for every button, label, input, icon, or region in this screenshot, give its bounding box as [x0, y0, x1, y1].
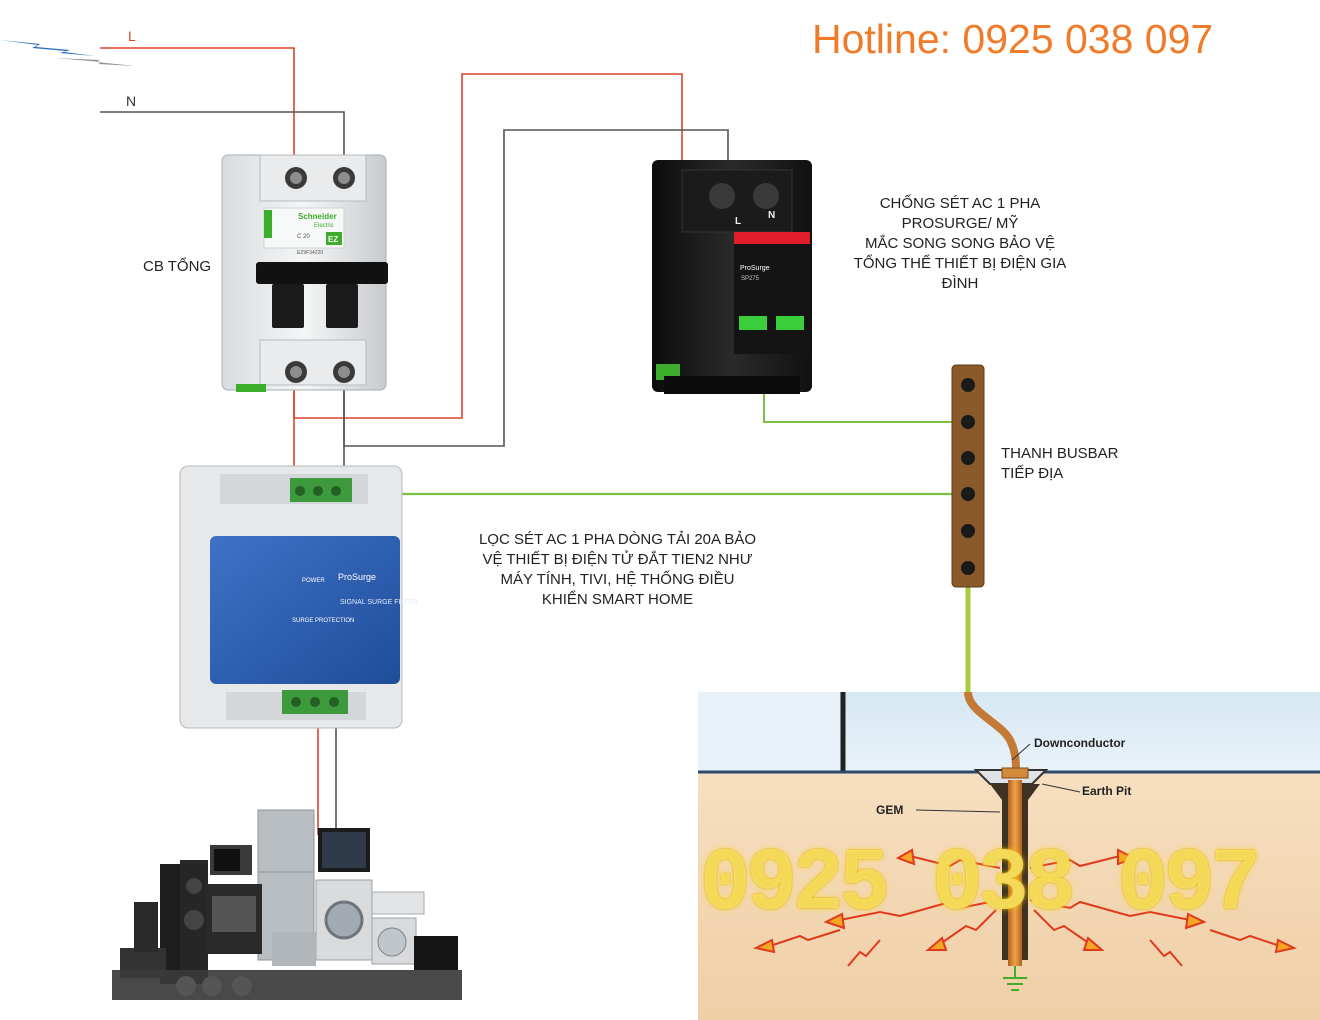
filter-line-3: MÁY TÍNH, TIVI, HỆ THỐNG ĐIỀU	[500, 571, 735, 588]
main-circuit-breaker: Schneider Electric C 20 EZ9F34220 EZ	[221, 154, 388, 392]
downconductor-label: Downconductor	[1034, 736, 1126, 750]
spd-model: SP275	[741, 276, 760, 282]
earth-pit-label: Earth Pit	[1082, 784, 1132, 798]
busbar-line-1: THANH BUSBAR	[1001, 445, 1119, 462]
spd-description: CHỐNG SÉT AC 1 PHA PROSURGE/ MỸ MẮC SONG…	[830, 194, 1090, 294]
breaker-brand: Schneider	[298, 212, 337, 221]
breaker-sub: Electric	[314, 223, 334, 229]
neutral-wire-label: N	[126, 93, 137, 109]
earth-busbar	[951, 364, 985, 588]
spd-line-2: PROSURGE/ MỸ	[901, 215, 1019, 232]
surge-protective-device: L N ProSurge SP275	[652, 160, 812, 394]
earthing-pit-diagram	[698, 691, 1320, 1020]
live-wire-in	[100, 47, 295, 170]
neutral-wire-in	[100, 111, 345, 170]
filter-description: LỌC SÉT AC 1 PHA DÒNG TẢI 20A BẢO VỆ THI…	[450, 530, 785, 610]
spd-terminal-l: L	[735, 216, 741, 227]
spd-terminal-n: N	[768, 210, 775, 221]
breaker-model: C 20	[297, 234, 310, 240]
spd-line-3: MẮC SONG SONG BẢO VỆ	[864, 235, 1056, 252]
surge-filter-module: ProSurge SIGNAL SURGE FILTER POWER SURGE…	[179, 465, 418, 729]
busbar-line-2: TIẾP ĐỊA	[1001, 465, 1064, 482]
hotline-watermark: 0925 038 097	[700, 835, 1261, 936]
home-appliances-cluster	[112, 809, 462, 1000]
filter-brand: ProSurge	[338, 572, 376, 582]
busbar-description: THANH BUSBAR TIẾP ĐỊA	[1001, 444, 1119, 484]
spd-line-1: CHỐNG SÉT AC 1 PHA	[879, 195, 1041, 212]
surge-dissipation-arrows	[753, 848, 1297, 967]
spd-line-5: ĐÌNH	[941, 275, 979, 292]
cb-tong-label: CB TỔNG	[143, 258, 212, 275]
hotline-text: Hotline: 0925 038 097	[812, 16, 1214, 62]
live-wire-label: L	[128, 28, 136, 44]
breaker-badge: EZ	[328, 235, 338, 244]
filter-power: POWER	[302, 578, 325, 584]
filter-title: SIGNAL SURGE FILTER	[340, 599, 418, 606]
filter-line-2: VỆ THIẾT BỊ ĐIỆN TỬ ĐẮT TIEN2 NHƯ	[482, 551, 753, 568]
filter-line-1: LỌC SÉT AC 1 PHA DÒNG TẢI 20A BẢO	[478, 531, 757, 548]
incoming-wires	[100, 47, 345, 170]
breaker-ref: EZ9F34220	[297, 250, 323, 256]
lightning-bolt-icon	[0, 40, 135, 66]
spd-line-4: TỔNG THỂ THIẾT BỊ ĐIỆN GIA	[853, 255, 1067, 272]
gem-label: GEM	[876, 803, 904, 817]
spd-brand: ProSurge	[740, 265, 770, 272]
filter-protection: SURGE PROTECTION	[292, 618, 354, 624]
filter-line-4: KHIỂN SMART HOME	[541, 591, 694, 608]
